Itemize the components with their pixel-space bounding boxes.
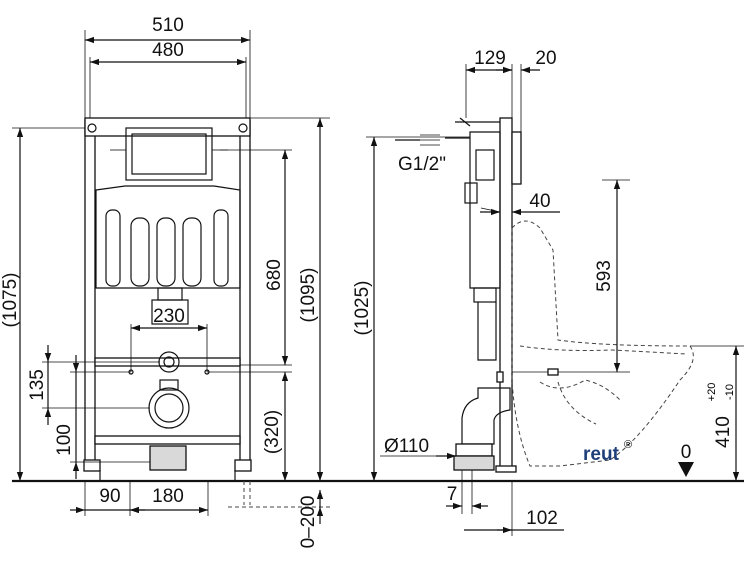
dim-230: 230 [153, 306, 185, 327]
dim-90: 90 [99, 486, 120, 507]
dim-100: 100 [54, 424, 75, 456]
dim-1075: (1075) [0, 273, 21, 328]
zero-level-marker [678, 462, 694, 477]
dim-180: 180 [152, 486, 184, 507]
side-drain-bend [461, 387, 511, 445]
dim-510: 510 [152, 15, 184, 36]
frame-left-post [84, 119, 96, 471]
side-view: reut ® 129 20 G1/2" 40 593 (1025) 410 [352, 48, 744, 536]
dim-135: 135 [27, 369, 48, 401]
dim-102: 102 [526, 508, 558, 529]
dim-680: 680 [264, 259, 285, 291]
front-view: 510 480 (1075) 680 (1095) 230 135 100 [0, 15, 330, 548]
zero-level-label: 0 [681, 442, 692, 463]
dim-320: (320) [262, 410, 283, 454]
brand-logo: reut [583, 444, 620, 465]
water-inlet-label: G1/2" [398, 154, 446, 175]
toilet-bowl-outline [511, 220, 694, 467]
dim-129: 129 [474, 48, 506, 69]
tolerance-plus: +20 [706, 383, 718, 402]
side-frame [499, 117, 513, 471]
dim-593: 593 [594, 260, 615, 292]
side-cistern [469, 131, 501, 289]
lower-crossbar [94, 435, 241, 445]
dim-1095: (1095) [298, 268, 319, 323]
brand-registered: ® [624, 439, 632, 451]
dim-0-200: 0–200 [298, 496, 319, 549]
dim-7: 7 [447, 484, 458, 505]
dim-1025: (1025) [352, 281, 373, 336]
dim-20: 20 [535, 48, 556, 69]
frame-right-post [239, 119, 251, 471]
dim-410: 410 [713, 416, 734, 448]
cistern-body [95, 185, 241, 289]
dim-diameter-110: Ø110 [384, 436, 429, 457]
tolerance-minus: -10 [724, 384, 736, 400]
dim-480: 480 [152, 40, 184, 61]
flush-plate-opening [125, 127, 213, 181]
dim-40: 40 [529, 191, 550, 212]
frame-top-rail [84, 117, 251, 137]
